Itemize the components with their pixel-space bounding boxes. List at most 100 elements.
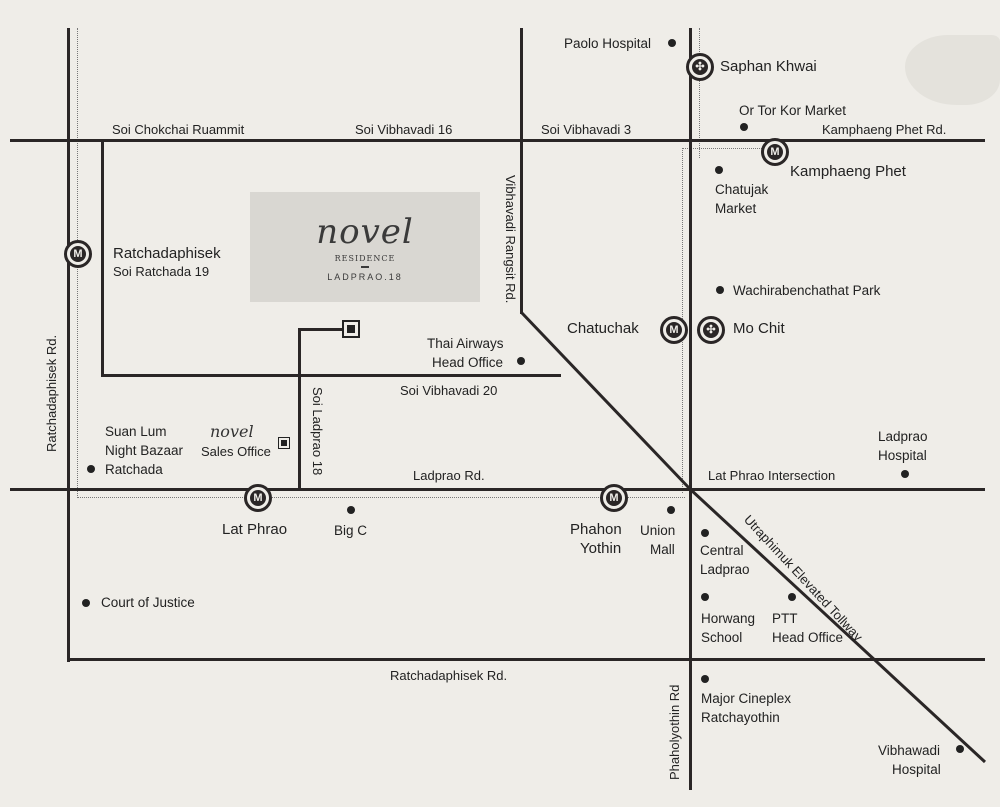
station-saphan-khwai: ✣ <box>686 53 714 81</box>
dotted-boundary-top <box>682 148 772 149</box>
road-soi-ladprao18 <box>298 328 301 490</box>
station-chatuchak: M <box>660 316 688 344</box>
poi-central-dot <box>701 529 709 537</box>
label-ladprao-rd: Ladprao Rd. <box>413 468 485 483</box>
poi-thai-airways-dot <box>517 357 525 365</box>
poi-suan-lum-1: Suan Lum <box>105 424 167 439</box>
station-kamphaeng-phet: M <box>761 138 789 166</box>
project-name-script: novel <box>316 212 414 252</box>
poi-chatujak-dot <box>715 166 723 174</box>
dotted-boundary-bottom <box>77 497 685 498</box>
poi-major-dot <box>701 675 709 683</box>
label-soi-vibhavadi3: Soi Vibhavadi 3 <box>541 122 632 137</box>
poi-horwang-dot <box>701 593 709 601</box>
station-mo-chit: ✣ <box>697 316 725 344</box>
poi-wachira: Wachirabenchathat Park <box>733 283 881 298</box>
road-soi-chokchai-horizontal <box>10 139 985 142</box>
poi-central-1: Central <box>700 543 744 558</box>
poi-ladprao-hospital-2: Hospital <box>878 448 927 463</box>
poi-suan-lum-3: Ratchada <box>105 462 163 477</box>
mrt-icon: M <box>70 246 86 262</box>
label-kamphaeng-phet-rd: Kamphaeng Phet Rd. <box>822 122 947 137</box>
label-soi-vibhavadi16: Soi Vibhavadi 16 <box>355 122 453 137</box>
poi-paolo-hospital: Paolo Hospital <box>564 36 652 51</box>
label-vibhavadi-rangsit: Vibhavadi Rangsit Rd. <box>503 175 518 304</box>
road-ladprao <box>10 488 985 491</box>
poi-thai-airways-2: Head Office <box>432 355 504 370</box>
poi-ladprao-hospital-1: Ladprao <box>878 429 928 444</box>
bts-icon: ✣ <box>692 59 708 75</box>
road-vibhavadi-rangsit-vertical <box>520 28 523 314</box>
poi-big-c: Big C <box>334 523 368 538</box>
poi-major-1: Major Cineplex <box>701 691 792 706</box>
poi-chatujak-2: Market <box>715 201 757 216</box>
station-ratchadaphisek: M <box>64 240 92 268</box>
poi-or-tor-kor: Or Tor Kor Market <box>739 103 847 118</box>
label-saphan-khwai: Saphan Khwai <box>720 58 817 75</box>
poi-horwang-1: Horwang <box>701 611 756 626</box>
label-chatuchak: Chatuchak <box>567 320 639 337</box>
poi-vibhawadi-dot <box>956 745 964 753</box>
poi-union-2: Mall <box>650 542 675 557</box>
label-phahon-yothin-1: Phahon <box>570 521 622 538</box>
poi-chatujak-1: Chatujak <box>715 182 769 197</box>
poi-vibhawadi-1: Vibhawadi <box>878 743 941 758</box>
label-kamphaeng-phet: Kamphaeng Phet <box>790 163 906 180</box>
mrt-icon: M <box>606 490 622 506</box>
poi-union-1: Union <box>640 523 676 538</box>
poi-wachira-dot <box>716 286 724 294</box>
label-soi-vibhavadi20: Soi Vibhavadi 20 <box>400 383 498 398</box>
poi-thai-airways-1: Thai Airways <box>427 336 504 351</box>
sales-office-marker <box>278 437 290 449</box>
poi-court: Court of Justice <box>101 595 195 610</box>
label-lat-phrao: Lat Phrao <box>222 521 288 538</box>
poi-ladprao-hospital-dot <box>901 470 909 478</box>
poi-horwang-2: School <box>701 630 743 645</box>
poi-ptt-dot <box>788 593 796 601</box>
project-location-marker <box>342 320 360 338</box>
poi-paolo-dot <box>668 39 676 47</box>
poi-major-2: Ratchayothin <box>701 710 780 725</box>
background-texture <box>905 35 1000 105</box>
project-sub-residence: RESIDENCE <box>334 254 396 263</box>
label-lat-phrao-intersection: Lat Phrao Intersection <box>708 468 836 483</box>
label-soi-ratchada19: Soi Ratchada 19 <box>113 264 210 279</box>
label-mo-chit: Mo Chit <box>733 320 785 337</box>
poi-big-c-dot <box>347 506 355 514</box>
mrt-icon: M <box>666 322 682 338</box>
mrt-icon: M <box>767 144 783 160</box>
bts-icon: ✣ <box>703 322 719 338</box>
poi-court-dot <box>82 599 90 607</box>
mrt-icon: M <box>250 490 266 506</box>
road-soi-ratchada-inner <box>101 140 104 376</box>
road-ratchadaphisek-horizontal <box>67 658 985 661</box>
sales-office-label: Sales Office <box>201 444 271 459</box>
label-soi-ladprao18: Soi Ladprao 18 <box>310 387 325 476</box>
label-ratchadaphisek: Ratchadaphisek <box>113 245 221 262</box>
logo-divider <box>361 266 369 268</box>
poi-central-2: Ladprao <box>700 562 750 577</box>
project-sub-ladprao: LADPRAO.18 <box>327 272 403 282</box>
poi-ptt-1: PTT <box>772 611 798 626</box>
sales-office-script: novel <box>210 422 254 441</box>
road-ratchadaphisek-vertical <box>67 28 70 662</box>
road-vibhavadi-diagonal <box>519 310 692 491</box>
poi-suan-lum-dot <box>87 465 95 473</box>
poi-suan-lum-2: Night Bazaar <box>105 443 184 458</box>
road-soi-vibhavadi20 <box>101 374 561 377</box>
poi-vibhawadi-2: Hospital <box>892 762 941 777</box>
label-soi-chokchai: Soi Chokchai Ruammit <box>112 122 245 137</box>
dotted-bts-line <box>699 28 700 158</box>
label-ratchadaphisek-horizontal: Ratchadaphisek Rd. <box>390 668 508 683</box>
project-logo-box: novel RESIDENCE LADPRAO.18 <box>250 192 480 302</box>
poi-ptt-2: Head Office <box>772 630 844 645</box>
station-lat-phrao: M <box>244 484 272 512</box>
road-utraphimuk-tollway <box>688 487 987 764</box>
label-ratchadaphisek-vertical: Ratchadaphisek Rd. <box>44 334 59 452</box>
label-phahon-yothin-2: Yothin <box>580 540 622 557</box>
station-phahon-yothin: M <box>600 484 628 512</box>
road-soi-ladprao18-top <box>298 328 342 331</box>
poi-union-dot <box>667 506 675 514</box>
